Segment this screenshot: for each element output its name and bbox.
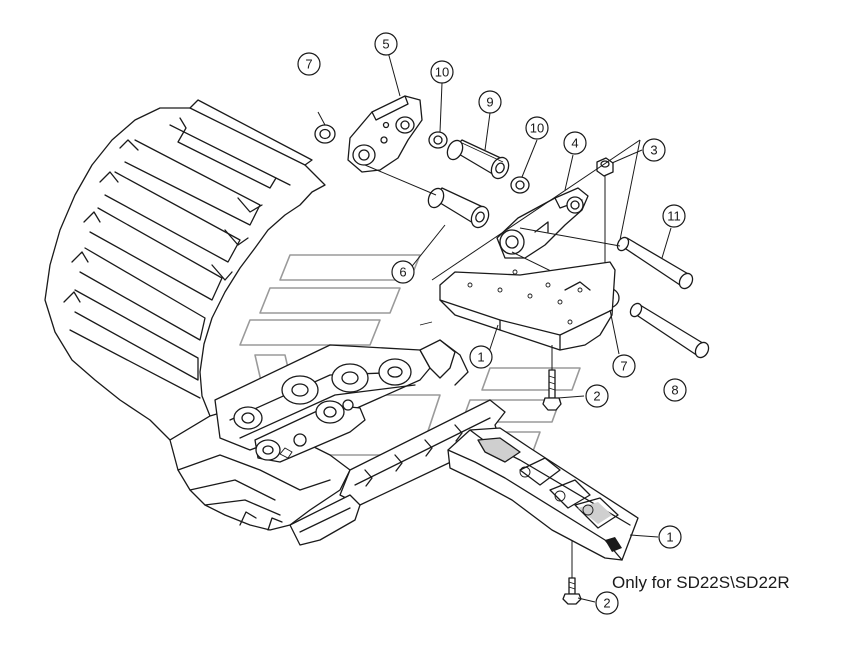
svg-text:8: 8 xyxy=(671,383,678,398)
variant-note: Only for SD22S\SD22R xyxy=(612,573,790,592)
part-1-shoe-sd22 xyxy=(447,427,639,561)
part-7-washer-top xyxy=(314,124,336,144)
svg-text:10: 10 xyxy=(435,65,449,80)
part-4-inner-link xyxy=(496,187,589,259)
callout-1-upper: 1 xyxy=(469,345,493,369)
svg-text:3: 3 xyxy=(650,143,657,158)
leader-lines xyxy=(317,51,672,603)
callout-7-lower: 7 xyxy=(612,354,636,378)
track-shoes xyxy=(289,339,506,546)
svg-text:2: 2 xyxy=(603,596,610,611)
part-11-pin xyxy=(519,227,694,290)
track-chain xyxy=(214,344,431,463)
svg-text:5: 5 xyxy=(382,37,389,52)
callout-10-b: 10 xyxy=(525,116,549,140)
part-2-bolt-upper xyxy=(542,345,562,411)
callout-4: 4 xyxy=(563,131,587,155)
track-frame xyxy=(44,99,351,531)
callout-8: 8 xyxy=(663,378,687,402)
callout-9: 9 xyxy=(478,90,502,114)
svg-text:2: 2 xyxy=(593,389,600,404)
svg-text:9: 9 xyxy=(486,95,493,110)
svg-text:7: 7 xyxy=(305,57,312,72)
callout-10-a: 10 xyxy=(430,60,454,84)
part-10-washer-b xyxy=(510,176,530,194)
svg-text:11: 11 xyxy=(667,209,681,224)
svg-text:7: 7 xyxy=(620,359,627,374)
callout-11: 11 xyxy=(662,204,686,228)
svg-text:4: 4 xyxy=(571,136,578,151)
callout-6: 6 xyxy=(391,260,415,284)
svg-text:10: 10 xyxy=(530,121,544,136)
part-8-pin xyxy=(629,302,710,359)
svg-text:1: 1 xyxy=(477,350,484,365)
part-5-link-plate xyxy=(347,95,423,173)
svg-text:1: 1 xyxy=(666,530,673,545)
part-1-shoe-plate xyxy=(419,261,616,351)
part-9-bushing xyxy=(446,139,510,180)
svg-text:6: 6 xyxy=(399,265,406,280)
callout-3: 3 xyxy=(642,138,666,162)
callout-5: 5 xyxy=(374,32,398,56)
callout-2-upper: 2 xyxy=(585,384,609,408)
callout-7-top: 7 xyxy=(297,52,321,76)
part-6-bushing xyxy=(364,164,490,229)
callout-1-lower: 1 xyxy=(658,525,682,549)
part-10-washer-a xyxy=(428,131,448,149)
part-2-bolt-lower xyxy=(562,540,582,605)
callout-2-lower: 2 xyxy=(595,591,619,615)
